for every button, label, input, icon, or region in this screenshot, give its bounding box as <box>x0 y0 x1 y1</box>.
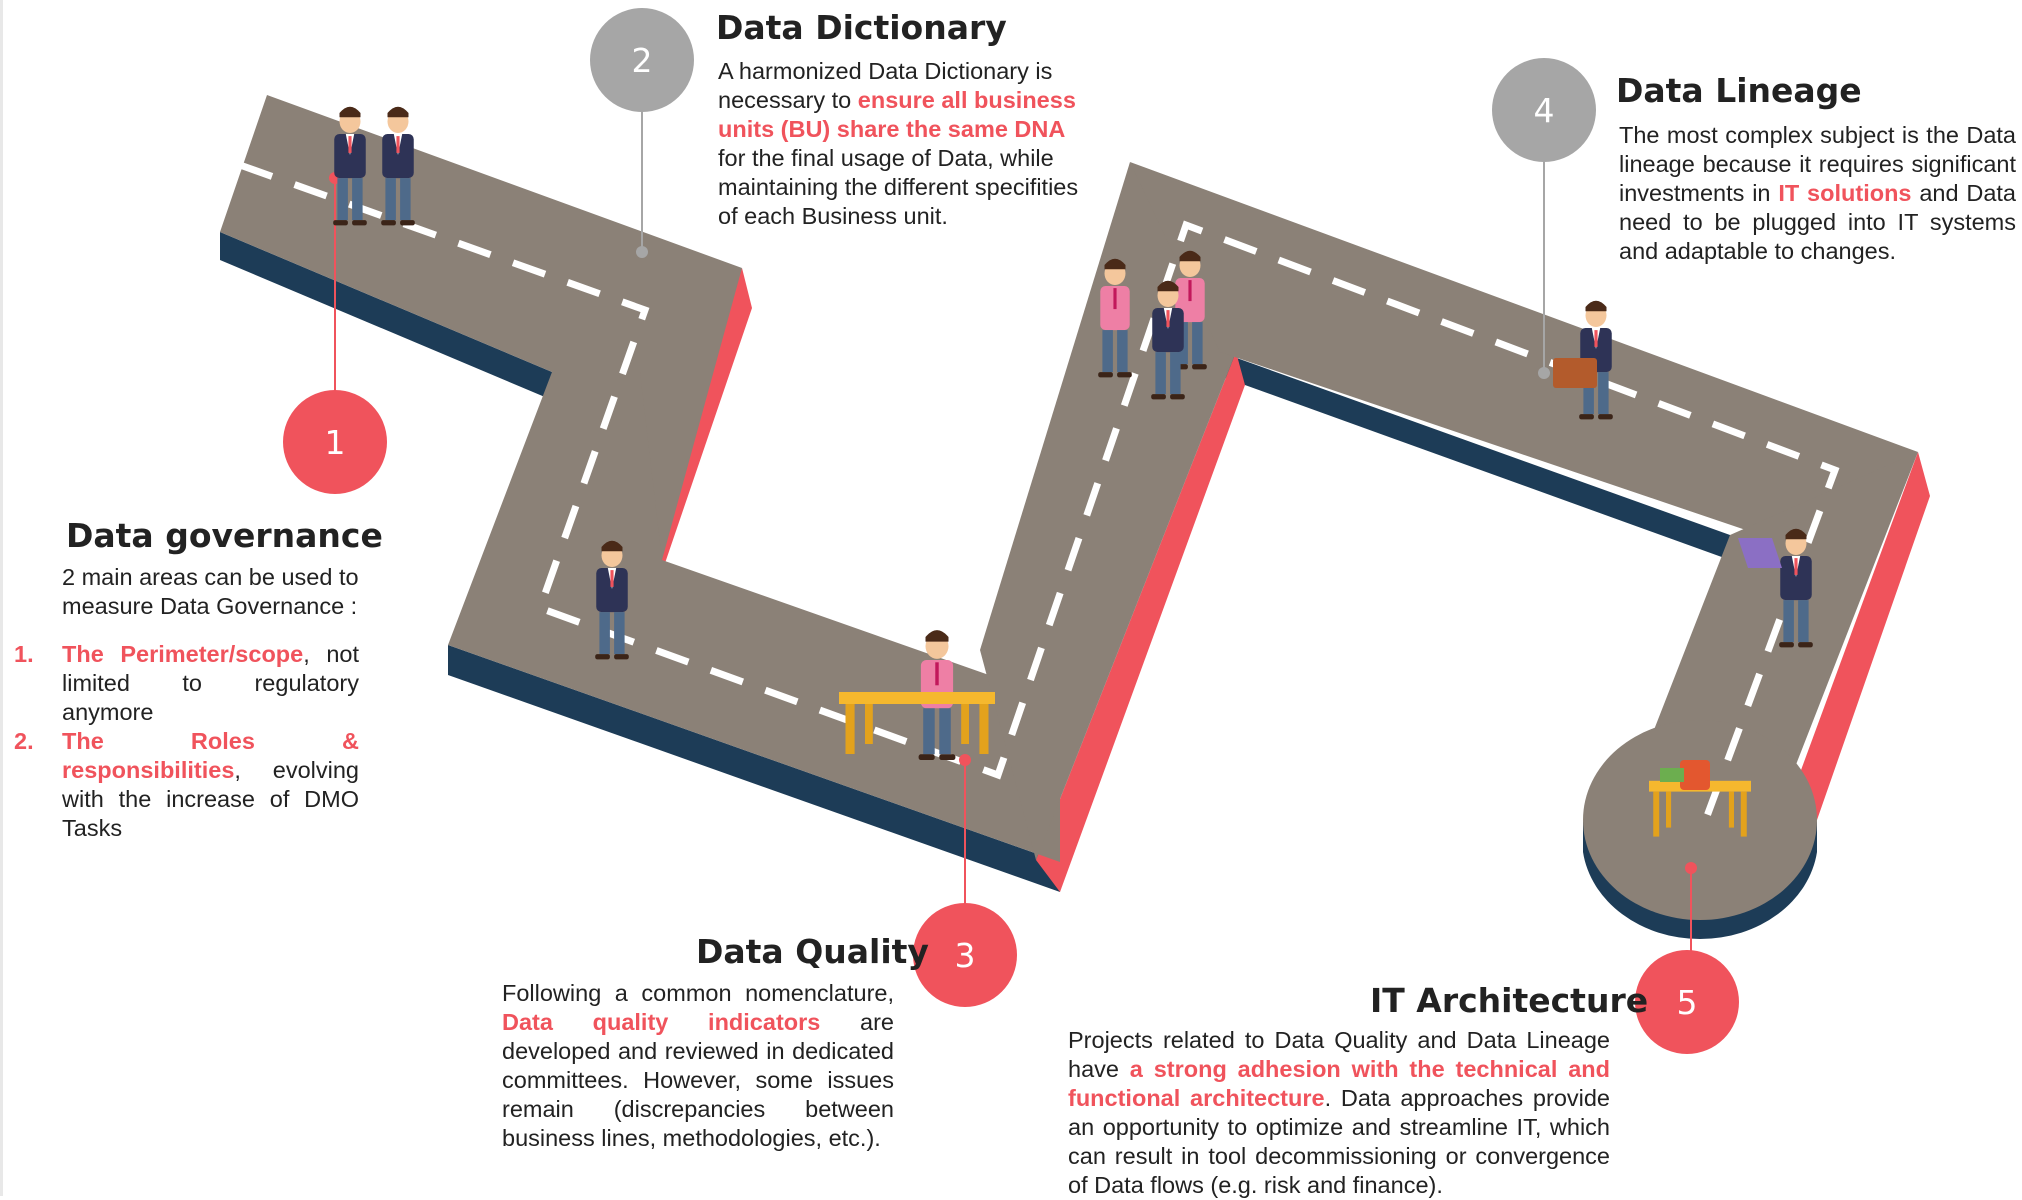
step-1-number: 1 <box>325 423 346 462</box>
step-5-badge <box>1635 950 1739 1054</box>
step-2-description: A harmonized Data Dictionary is necessar… <box>718 57 1098 231</box>
list-number: 2. <box>14 728 34 754</box>
road-roundabout <box>1583 720 1817 920</box>
step-1-title: Data governance <box>66 516 383 555</box>
step-2-badge <box>590 8 694 112</box>
step-3-badge <box>913 903 1017 1007</box>
step-4-badge <box>1492 58 1596 162</box>
pin-5-dot <box>1685 862 1697 874</box>
step-3-text-before: Following a common nomenclature, <box>502 980 894 1006</box>
road-edge-segment-4 <box>1036 352 1245 892</box>
books <box>1660 768 1684 782</box>
step-4-text-after: and Data need to be plugged into IT syst… <box>1619 180 2017 264</box>
step-3-title: Data Quality <box>696 932 929 971</box>
step-1-list: 1. The Perimeter/scope, not limited to re… <box>14 640 359 843</box>
step-5-number: 5 <box>1677 983 1698 1022</box>
road-edge-segment-6 <box>1790 452 1930 820</box>
chair <box>1680 760 1710 790</box>
step-5-highlight: a strong adhesion with the technical and… <box>1068 1056 1610 1111</box>
step-badges: 1 2 3 4 5 <box>283 8 1739 1054</box>
step-2-number: 2 <box>632 41 653 80</box>
road-side-faces <box>220 232 1817 940</box>
list-text: , not limited to regulatory anymore <box>62 641 359 725</box>
road-side-segment-3 <box>448 645 1060 892</box>
step-4-highlight: IT solutions <box>1778 180 1912 206</box>
step-2-title: Data Dictionary <box>716 8 1007 47</box>
list-number: 1. <box>14 641 34 667</box>
step-5-description: Projects related to Data Quality and Dat… <box>1068 1026 1610 1200</box>
step-4-description: The most complex subject is the Data lin… <box>1619 121 2016 266</box>
marker-pins <box>329 100 1697 958</box>
step-1-list-item: 2. The Roles & responsibilities, evolving… <box>14 727 359 843</box>
step-1-list-item: 1. The Perimeter/scope, not limited to re… <box>14 640 359 727</box>
road-segment-1 <box>220 95 742 560</box>
step-4-title: Data Lineage <box>1616 71 1862 110</box>
step-1-badge <box>283 390 387 494</box>
figure-empty-desk <box>1649 760 1751 837</box>
step-5-title: IT Architecture <box>1370 981 1649 1020</box>
road-side-segment-1 <box>220 232 552 400</box>
figure-walker-with-briefcase <box>1553 299 1615 421</box>
step-3-description: Following a common nomenclature, Data qu… <box>502 979 894 1153</box>
list-highlight: The Roles & responsibilities <box>62 728 359 783</box>
step-2-highlight: ensure all business units (BU) share the… <box>718 87 1076 142</box>
step-5-text-before: Projects related to Data Quality and Dat… <box>1068 1027 1610 1082</box>
step-3-number: 3 <box>955 936 976 975</box>
figure-walker-with-laptop <box>1738 527 1815 649</box>
step-3-highlight: Data quality indicators <box>502 1009 821 1035</box>
pin-2-dot <box>636 246 648 258</box>
step-4-number: 4 <box>1534 91 1555 130</box>
step-3-text-after: are developed and reviewed in dedicated … <box>502 1009 894 1151</box>
briefcase-icon <box>1553 358 1597 388</box>
laptop-icon <box>1738 538 1782 568</box>
list-text: , evolving with the increase of DMO Task… <box>62 757 359 841</box>
road-side-segment-5 <box>1220 352 1730 560</box>
road-side-roundabout <box>1583 820 1817 940</box>
pin-4-dot <box>1538 367 1550 379</box>
pin-3-dot <box>959 754 971 766</box>
step-2-text-before: A harmonized Data Dictionary is necessar… <box>718 58 1053 113</box>
step-2-text-after: for the final usage of Data, while maint… <box>718 145 1079 229</box>
left-border <box>0 0 3 1196</box>
road-segment-2-3 <box>448 372 1060 862</box>
list-highlight: The Perimeter/scope <box>62 641 304 667</box>
step-1-intro: 2 main areas can be used to measure Data… <box>62 564 359 619</box>
step-5-text-after: . Data approaches provide an opportunity… <box>1068 1085 1610 1198</box>
step-4-text-before: The most complex subject is the Data lin… <box>1619 122 2016 206</box>
road-center-line <box>238 161 1840 837</box>
